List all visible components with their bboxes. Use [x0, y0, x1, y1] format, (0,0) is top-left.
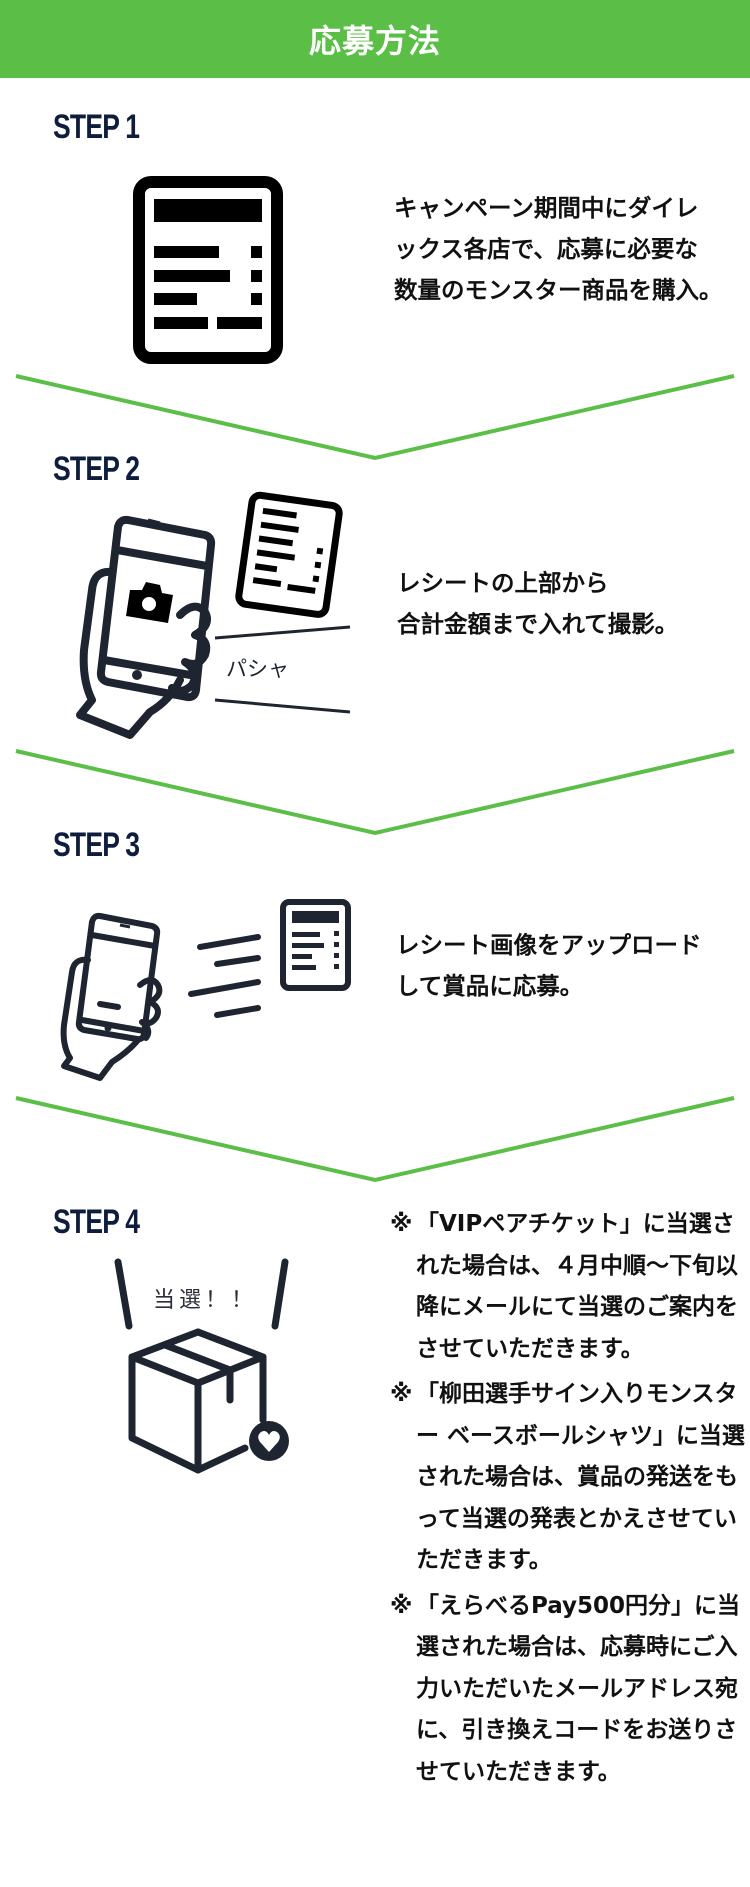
note-item: ※ 「VIPペアチケット」に当選された場合は、４月中順～下旬以降にメールにて当選…: [390, 1204, 745, 1370]
step-label: STEP 2: [53, 450, 140, 488]
note-mark: ※: [390, 1592, 413, 1619]
note-text: 「VIPペアチケット」に当選された場合は、４月中順～下旬以降にメールにて当選のご…: [416, 1211, 738, 1362]
camera-sound-label: パシャ: [226, 657, 289, 681]
section-header: 応募方法: [0, 0, 750, 78]
gift-box-heart-icon: [114, 1258, 289, 1474]
note-item: ※ 「えらべるPay500円分」に当選された場合は、応募時にご入力いただいたメー…: [390, 1586, 745, 1794]
chevron-down-divider: [15, 374, 735, 461]
step-description: レシートの上部から 合計金額まで入れて撮影。: [397, 569, 679, 638]
phone-upload-icon: [60, 899, 351, 1081]
note-text: 「えらべるPay500円分」に当選された場合は、応募時にご入力いただいたメールア…: [416, 1592, 741, 1785]
section-title: 応募方法: [308, 22, 441, 60]
note-mark: ※: [390, 1211, 413, 1237]
phone-camera-icon: [76, 491, 351, 739]
chevron-down-divider: [15, 749, 735, 836]
step-label: STEP 3: [53, 826, 140, 864]
step-description: キャンペーン期間中にダイレ ックス各店で、応募に必要な 数量のモンスター商品を購…: [394, 194, 723, 304]
step-label: STEP 1: [53, 108, 140, 146]
note-item: ※ 「柳田選手サイン入りモンスター ベースボールシャツ」に当選された場合は、賞品…: [390, 1374, 745, 1582]
winner-exclaim-label: 当選！！: [153, 1288, 258, 1313]
winner-notes: ※ 「VIPペアチケット」に当選された場合は、４月中順～下旬以降にメールにて当選…: [390, 1204, 745, 1797]
note-mark: ※: [390, 1381, 413, 1407]
note-text: 「柳田選手サイン入りモンスター ベースボールシャツ」に当選された場合は、賞品の発…: [416, 1381, 745, 1573]
step-label: STEP 4: [53, 1203, 140, 1241]
receipt-icon: [133, 176, 283, 364]
step-description: レシート画像をアップロード して賞品に応募。: [396, 931, 702, 1000]
chevron-down-divider: [15, 1096, 735, 1183]
